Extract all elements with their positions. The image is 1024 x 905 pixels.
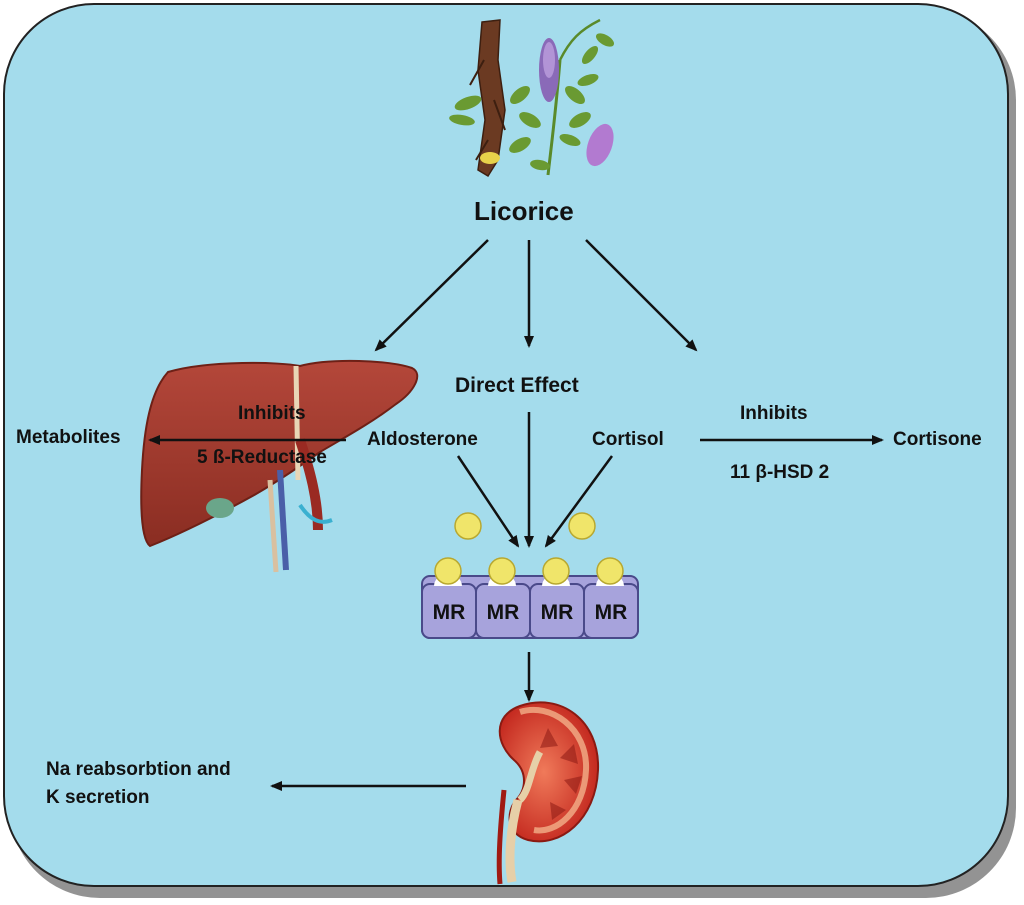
- label-cortisol: Cortisol: [592, 429, 664, 450]
- panel-background: [3, 3, 1009, 887]
- receptor-group: [421, 512, 639, 639]
- arrows: [148, 239, 884, 791]
- label-metabolites: Metabolites: [16, 427, 121, 448]
- label-cortisone-inhibits: Inhibits: [740, 403, 808, 424]
- ligand-bound: [596, 557, 624, 585]
- label-5b-reductase: 5 ß-Reductase: [197, 447, 327, 468]
- receptor-label: MR: [486, 601, 520, 624]
- receptor-label: MR: [432, 601, 466, 624]
- label-liver-inhibits: Inhibits: [238, 403, 306, 424]
- arrow-licorice-to-liver: [374, 239, 489, 352]
- arrow-aldosterone-to-mr: [456, 455, 520, 548]
- ligand-free: [568, 512, 596, 540]
- arrow-cortisol-to-mr: [544, 455, 614, 548]
- label-direct-effect: Direct Effect: [455, 374, 579, 397]
- arrow-licorice-to-cortisone: [585, 239, 698, 352]
- ligand-free: [454, 512, 482, 540]
- ligand-bound: [434, 557, 462, 585]
- liver-icon: [140, 359, 419, 573]
- label-aldosterone: Aldosterone: [367, 429, 478, 450]
- kidney-icon: [496, 701, 600, 885]
- label-cortisone: Cortisone: [893, 429, 982, 450]
- ligand-bound: [542, 557, 570, 585]
- label-na-reabsorption: Na reabsorbtion and: [46, 759, 231, 780]
- receptor-label: MR: [540, 601, 574, 624]
- title-licorice: Licorice: [474, 196, 574, 226]
- label-k-secretion: K secretion: [46, 787, 150, 808]
- licorice-plant-icon: [449, 18, 615, 178]
- label-11b-hsd2: 11 β-HSD 2: [730, 462, 830, 483]
- ligand-bound: [488, 557, 516, 585]
- receptor-label: MR: [594, 601, 628, 624]
